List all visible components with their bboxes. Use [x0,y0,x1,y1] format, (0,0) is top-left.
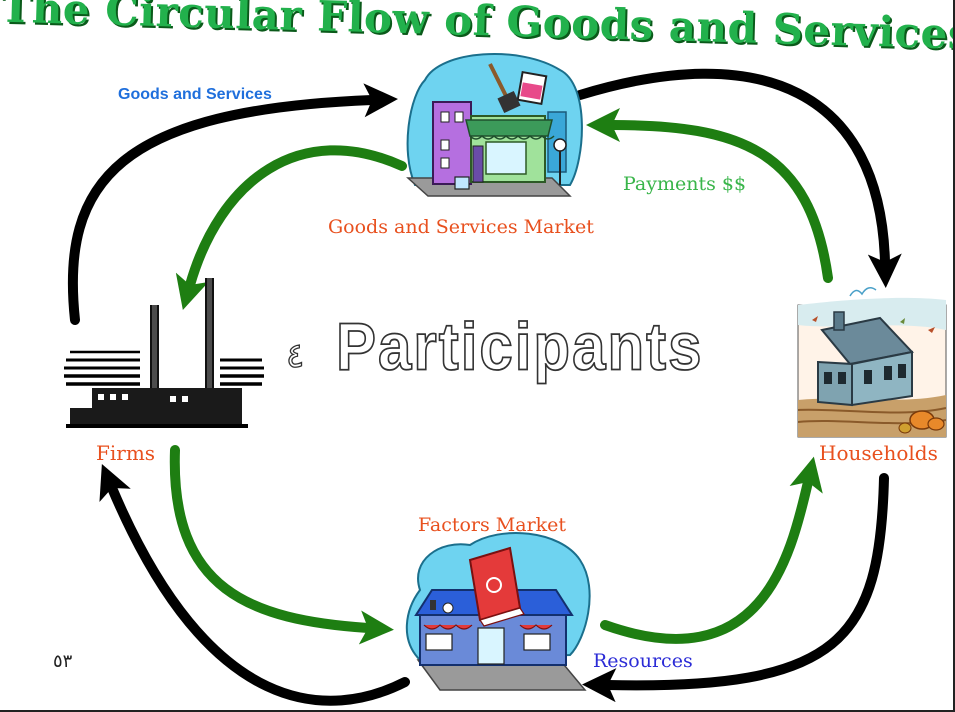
households-label: Households [819,441,938,465]
slide-border-bottom [0,710,955,712]
arrow-factors-market-to-households [600,456,823,644]
arrow-firms-to-goods-market [67,83,398,325]
arrow-factors-market-to-firms [99,464,410,706]
slide-border-right [953,0,955,712]
arrow-households-to-goods-market [586,108,833,283]
goods-and-services-flow-label: Goods and Services [118,86,272,103]
house-icon [797,287,947,438]
participants-heading: Participants [335,308,704,385]
page-number: ٥٣ [53,651,73,672]
bookstore-icon [405,532,591,691]
factors-market-label: Factors Market [418,514,567,536]
participant-count: ٤ [285,335,305,376]
resources-label: Resources [593,650,693,672]
arrow-households-to-factors-market [582,473,889,703]
payments-label: Payments $$ [623,173,747,195]
arrow-goods-market-to-households [575,68,902,288]
store-icon [406,53,583,197]
arrow-goods-market-to-firms [175,145,407,310]
firms-label: Firms [96,441,156,465]
arrow-firms-to-factors-market [169,445,394,645]
factory-icon [64,278,265,440]
goods-market-label: Goods and Services Market [328,216,594,238]
